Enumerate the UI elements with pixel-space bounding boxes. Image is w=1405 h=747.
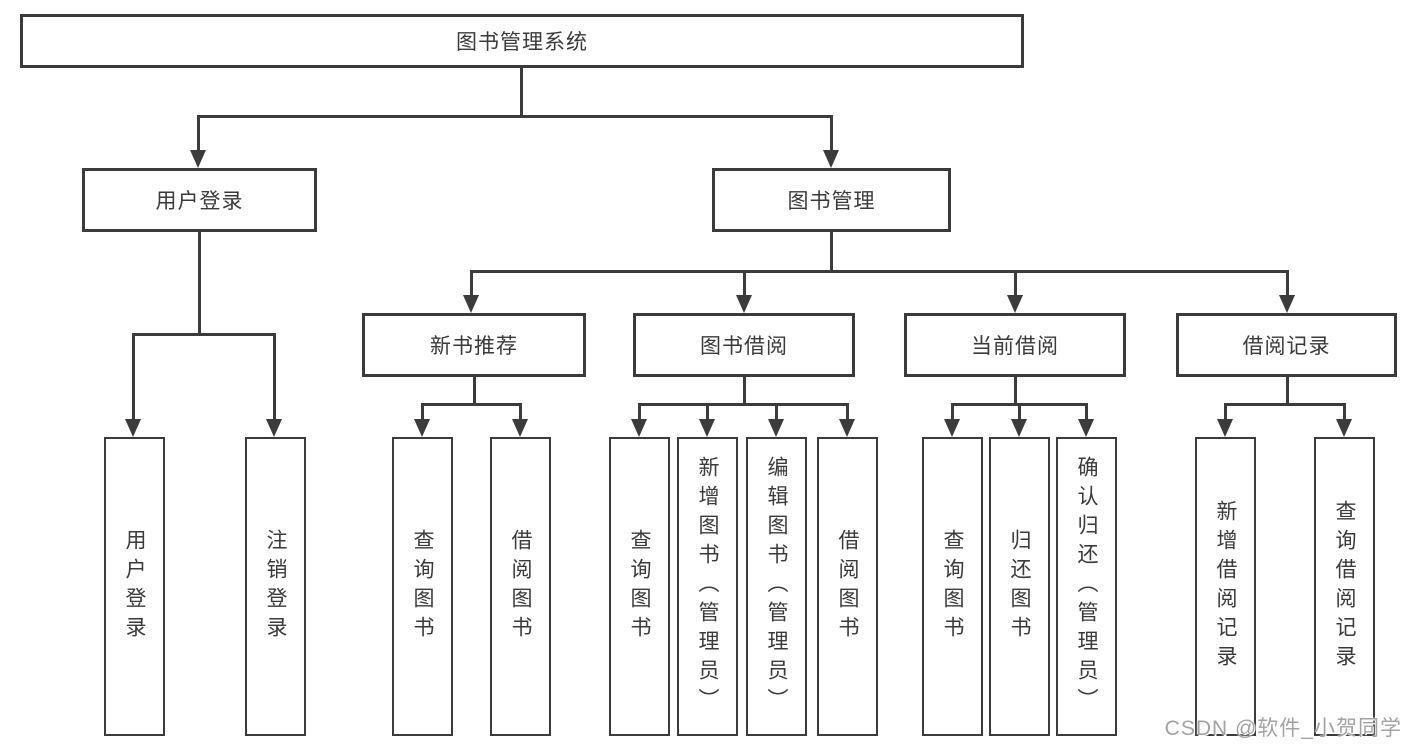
connector-line	[706, 403, 709, 421]
connector-line	[1014, 270, 1017, 297]
connector-line	[473, 377, 476, 405]
leaf-borrow-books-recommend: 借阅图书	[490, 437, 551, 736]
connector-line	[638, 403, 848, 406]
connector-line	[520, 68, 523, 118]
connector-line	[846, 403, 849, 421]
arrowhead-down-icon	[1217, 419, 1233, 437]
arrowhead-down-icon	[699, 419, 715, 437]
leaf-return-books: 归还图书	[989, 437, 1050, 736]
connector-line	[519, 403, 522, 421]
leaf-query-books-current: 查询图书	[922, 437, 983, 736]
connector-line	[421, 403, 522, 406]
leaf-edit-book-admin: 编辑图书（管理员）	[746, 437, 807, 736]
arrowhead-down-icon	[1011, 419, 1027, 437]
arrowhead-down-icon	[1336, 419, 1352, 437]
connector-line	[1014, 377, 1017, 405]
arrowhead-down-icon	[823, 150, 839, 168]
connector-line	[470, 270, 473, 297]
arrowhead-down-icon	[1279, 295, 1295, 313]
leaf-user-login: 用户登录	[104, 437, 165, 736]
arrowhead-down-icon	[1078, 419, 1094, 437]
connector-line	[1224, 403, 1227, 421]
arrowhead-down-icon	[463, 295, 479, 313]
connector-line	[951, 403, 954, 421]
connector-line	[273, 333, 276, 419]
node-current-borrowing: 当前借阅	[904, 313, 1126, 377]
arrowhead-down-icon	[736, 295, 752, 313]
connector-line	[1286, 377, 1289, 405]
arrowhead-down-icon	[631, 419, 647, 437]
leaf-add-borrow-record: 新增借阅记录	[1195, 437, 1256, 736]
connector-line	[775, 403, 778, 421]
arrowhead-down-icon	[266, 419, 282, 437]
node-user-login: 用户登录	[82, 168, 317, 232]
arrowhead-down-icon	[512, 419, 528, 437]
node-book-borrowing: 图书借阅	[633, 313, 855, 377]
leaf-borrow-books: 借阅图书	[817, 437, 878, 736]
connector-line	[1224, 403, 1345, 406]
node-borrow-records: 借阅记录	[1176, 313, 1397, 377]
connector-line	[198, 232, 201, 335]
arrowhead-down-icon	[1007, 295, 1023, 313]
csdn-watermark: CSDN @软件_小贺同学	[1164, 717, 1402, 740]
leaf-query-books-recommend: 查询图书	[392, 437, 453, 736]
connector-line	[197, 115, 200, 152]
leaf-query-books-borrowing: 查询图书	[609, 437, 670, 736]
connector-line	[743, 270, 746, 297]
node-book-management: 图书管理	[712, 168, 951, 232]
leaf-confirm-return-admin: 确认归还（管理员）	[1056, 437, 1117, 736]
connector-line	[638, 403, 641, 421]
node-library-management-system: 图书管理系统	[20, 14, 1024, 68]
arrowhead-down-icon	[190, 150, 206, 168]
connector-line	[197, 115, 833, 118]
connector-line	[1018, 403, 1021, 421]
arrowhead-down-icon	[414, 419, 430, 437]
arrowhead-down-icon	[944, 419, 960, 437]
connector-line	[421, 403, 424, 421]
leaf-query-borrow-record: 查询借阅记录	[1314, 437, 1375, 736]
connector-line	[470, 270, 1289, 273]
arrowhead-down-icon	[125, 419, 141, 437]
connector-line	[1085, 403, 1088, 421]
leaf-add-book-admin: 新增图书（管理员）	[677, 437, 738, 736]
connector-line	[830, 115, 833, 152]
leaf-logout: 注销登录	[245, 437, 306, 736]
connector-line	[132, 333, 276, 336]
arrowhead-down-icon	[768, 419, 784, 437]
node-new-book-recommend: 新书推荐	[362, 313, 586, 377]
connector-line	[830, 232, 833, 272]
connector-line	[132, 333, 135, 419]
connector-line	[1286, 270, 1289, 297]
connector-line	[743, 377, 746, 405]
connector-line	[1343, 403, 1346, 421]
arrowhead-down-icon	[839, 419, 855, 437]
